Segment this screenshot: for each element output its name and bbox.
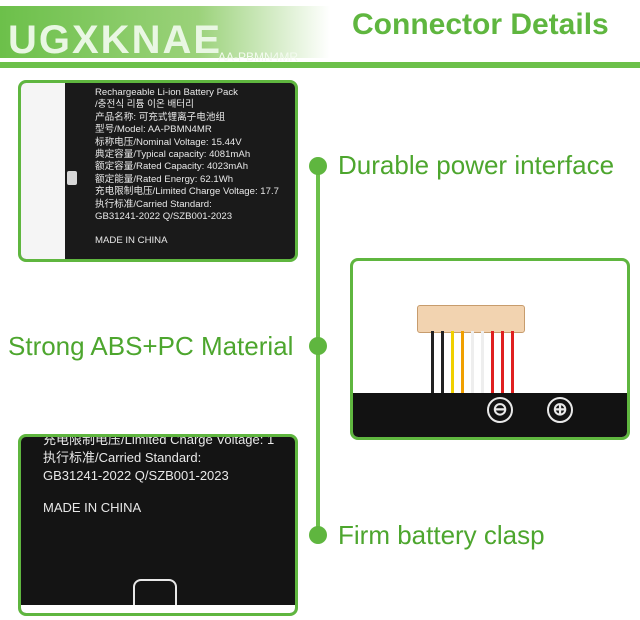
battery-label-panel: Rechargeable Li-ion Battery Pack /충전식 리튬… [18, 80, 298, 262]
label-line: 充电限制电压/Limited Charge Voltage: 1 [43, 434, 275, 447]
label-line: 执行标准/Carried Standard: [95, 198, 212, 210]
wire [441, 331, 444, 393]
header-divider [0, 62, 640, 68]
timeline-dot-durable [309, 157, 327, 175]
label-line: GB31241-2022 Q/SZB001-2023 [43, 468, 229, 483]
battery-clasp [133, 579, 177, 613]
wire [501, 331, 504, 393]
label-line: 典定容量/Typical capacity: 4081mAh [95, 149, 251, 161]
battery-edge [21, 605, 295, 613]
connector-panel: ⊖ ⊕ [350, 258, 630, 440]
wire [461, 331, 464, 393]
brand-logo: UGXKNAE [8, 18, 223, 62]
wire [511, 331, 514, 393]
feature-firm-clasp: Firm battery clasp [338, 520, 545, 550]
label-line: /충전식 리튬 이온 배터리 [95, 99, 194, 111]
label-line: 标称电压/Nominal Voltage: 15.44V [95, 136, 242, 148]
model-tag: AA-PBMN4MR [218, 50, 299, 64]
wire [481, 331, 484, 393]
minus-terminal-icon: ⊖ [487, 397, 513, 423]
clasp-label-text: 充电限制电压/Limited Charge Voltage: 1 执行标准/Ca… [43, 437, 274, 485]
battery-notch [67, 171, 77, 185]
label-line: 额定能量/Rated Energy: 62.1Wh [95, 173, 234, 185]
wire [491, 331, 494, 393]
made-in-china: MADE IN CHINA [43, 500, 142, 515]
label-line: Rechargeable Li-ion Battery Pack [95, 87, 238, 98]
page-title: Connector Details [352, 8, 609, 41]
battery-label-text: Rechargeable Li-ion Battery Pack /충전식 리튬… [95, 87, 279, 223]
label-line: 型号/Model: AA-PBMN4MR [95, 124, 212, 136]
connector-plug [417, 305, 525, 333]
brand-banner: UGXKNAE AA-PBMN4MR [0, 6, 330, 64]
battery-edge [21, 83, 65, 259]
timeline-dot-clasp [309, 526, 327, 544]
wire [451, 331, 454, 393]
clasp-panel: 充电限制电压/Limited Charge Voltage: 1 执行标准/Ca… [18, 434, 298, 616]
feature-strong-material: Strong ABS+PC Material [8, 331, 294, 361]
label-line: 产品名称: 可充式锂离子电池组 [95, 111, 226, 123]
header: UGXKNAE AA-PBMN4MR Connector Details [0, 0, 640, 64]
label-line: GB31241-2022 Q/SZB001-2023 [95, 211, 233, 223]
made-in-china: MADE IN CHINA [95, 235, 168, 246]
feature-durable-interface: Durable power interface [338, 150, 615, 180]
label-line: 充电限制电压/Limited Charge Voltage: 17.7 [95, 186, 279, 198]
label-line: 执行标准/Carried Standard: [43, 450, 202, 465]
timeline-dot-material [309, 337, 327, 355]
wire [431, 331, 434, 393]
plus-terminal-icon: ⊕ [547, 397, 573, 423]
label-line: 额定容量/Rated Capacity: 4023mAh [95, 161, 249, 173]
wire [471, 331, 474, 393]
